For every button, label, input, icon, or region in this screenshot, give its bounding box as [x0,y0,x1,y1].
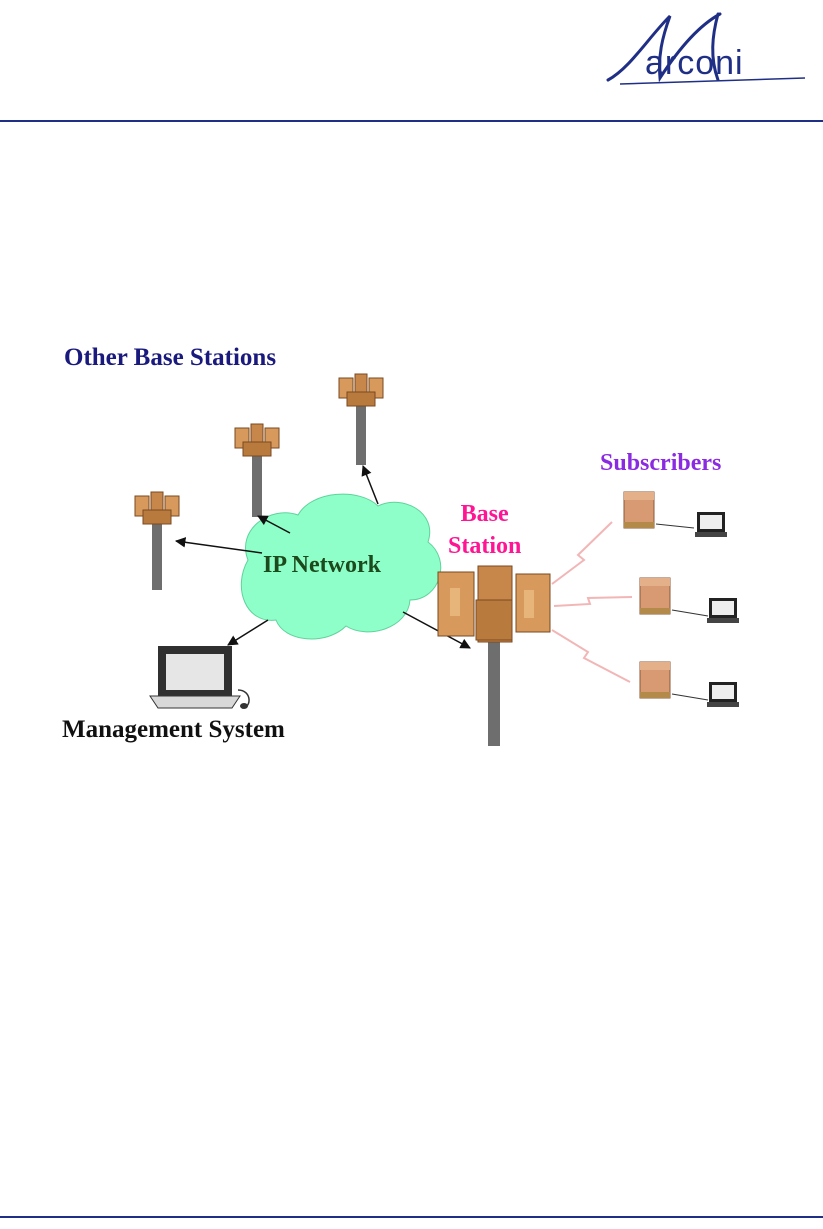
base-station-label-line2: Station [448,530,521,562]
other-base-station-1 [135,492,179,590]
central-base-station-icon [438,566,550,746]
subscriber-2 [640,578,739,623]
other-base-stations-label: Other Base Stations [64,344,276,372]
management-workstation-icon [150,646,249,709]
base-station-label-line1: Base [448,498,521,530]
subscriber-1 [624,492,727,537]
subscribers-label: Subscribers [600,450,721,477]
other-base-station-3 [339,374,383,465]
radio-links [552,522,632,682]
other-base-station-2 [235,424,279,517]
subscriber-3 [640,662,739,707]
management-system-label: Management System [62,716,285,744]
base-station-label: Base Station [448,498,521,562]
ip-network-label: IP Network [263,552,381,579]
